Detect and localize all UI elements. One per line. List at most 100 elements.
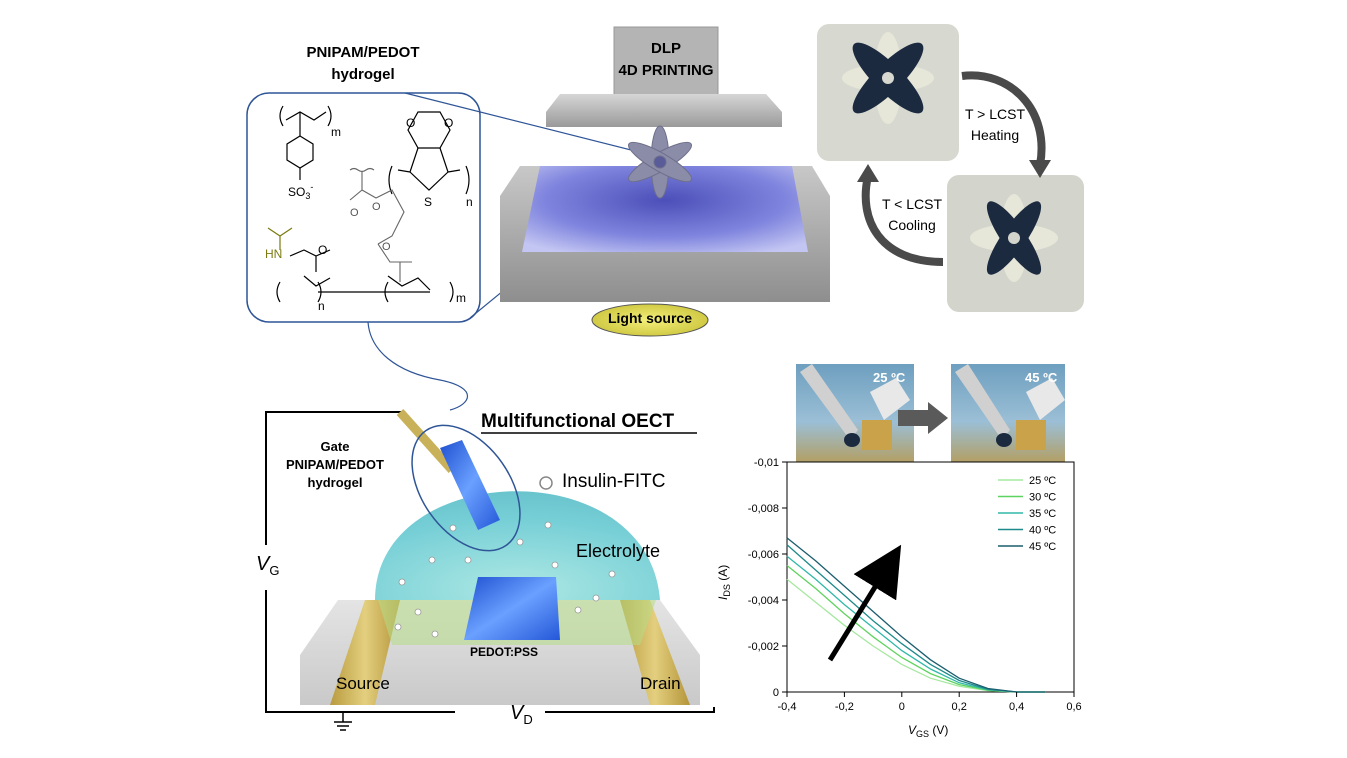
hydrogel-chemistry-panel: m SO3- n O O S HN O O O O n m	[246, 92, 656, 411]
gate-label-line2: PNIPAM/PEDOT	[286, 457, 384, 472]
chem-m-bottom: m	[456, 291, 466, 305]
printer-label-line1: DLP	[651, 40, 681, 57]
chart-trend-arrow	[827, 544, 902, 662]
chart-xlabel: VGS (V)	[908, 723, 948, 739]
source-wire	[265, 590, 455, 713]
oect-title: Multifunctional OECT	[481, 411, 675, 432]
chart-ytick-label: -0,004	[748, 595, 779, 607]
gate-label: Gate PNIPAM/PEDOT hydrogel	[280, 438, 390, 492]
chart-ytick-label: -0,01	[754, 457, 779, 469]
vd-label: VD	[510, 702, 533, 727]
pegda-structure	[349, 167, 412, 282]
pedot-channel	[464, 577, 560, 640]
chem-m-label: m	[331, 125, 341, 139]
light-source-disk	[591, 303, 709, 337]
gate-label-line3: hydrogel	[307, 475, 363, 490]
probe-photo-45	[955, 364, 1065, 450]
chart-ytick-label: 0	[773, 687, 779, 699]
hydrogel-title-line2: hydrogel	[331, 66, 395, 83]
chart-ylabel: IDS (A)	[716, 565, 732, 600]
gate-wire-gold	[396, 408, 456, 474]
flower-cooled	[970, 194, 1058, 282]
temperature-arrow	[898, 402, 948, 434]
electrolyte-dome	[375, 491, 660, 600]
gate-highlight-ellipse	[411, 424, 521, 552]
chart-series-line-5	[786, 537, 1046, 693]
printer-head	[613, 26, 719, 100]
oect-schematic	[265, 408, 715, 731]
source-label: Source	[336, 674, 390, 693]
chem-so3-label: SO3-	[288, 182, 313, 201]
callout-connector	[367, 321, 469, 411]
gate-label-line1: Gate	[320, 439, 350, 454]
photo-temp-45: 45 ºC	[1025, 370, 1058, 385]
cooling-label-line1: T < LCST	[881, 196, 943, 212]
chem-o-amide: O	[318, 243, 327, 257]
chart-legend-label: 25 ºC	[1029, 475, 1056, 487]
chart-legend: 25 ºC 30 ºC 35 ºC 40 ºC 45 ºC	[998, 475, 1056, 553]
cooling-arrow	[861, 175, 944, 266]
printed-flower	[628, 125, 692, 199]
chart-xtick-label: -0,2	[835, 701, 854, 713]
chart-legend-label: 45 ºC	[1029, 541, 1056, 553]
heating-label-line1: T > LCST	[964, 106, 1026, 122]
chem-n-pedot-label: n	[466, 195, 473, 209]
hydrogel-title: PNIPAM/PEDOT hydrogel	[283, 42, 443, 86]
drain-wire	[545, 707, 715, 713]
chart-ticks-group: -0,4 -0,2 0 0,2 0,4 0,6 -0,01 -0,008 -0,006 -0,00…	[748, 457, 1082, 713]
chem-o-peg2: O	[382, 241, 391, 253]
chart-xtick-label: 0,4	[1009, 701, 1024, 713]
chem-o-b: O	[444, 116, 453, 130]
chart-xtick-label: 0,6	[1066, 701, 1081, 713]
heating-label: T > LCST Heating	[955, 104, 1035, 146]
zoom-line-top	[404, 92, 656, 157]
printer-label: DLP 4D PRINTING	[614, 38, 718, 82]
oect-photos	[796, 364, 1065, 469]
electrolyte-label: Electrolyte	[576, 541, 661, 561]
heating-label-line2: Heating	[970, 127, 1020, 143]
resin-surface	[522, 166, 808, 252]
chart-legend-label: 40 ºC	[1029, 525, 1056, 537]
channel-label: PEDOT:PSS	[470, 645, 539, 659]
pss-structure	[279, 105, 332, 180]
shape-change-cycle	[817, 24, 1084, 312]
insulin-legend-marker	[539, 476, 553, 490]
photo-temp-25: 25 ºC	[873, 370, 906, 385]
chart-legend-label: 30 ºC	[1029, 492, 1056, 504]
chart-legend-label: 35 ºC	[1029, 508, 1056, 520]
chart-ytick-label: -0,006	[748, 549, 779, 561]
chart-ytick-label: -0,008	[748, 503, 779, 515]
drain-label: Drain	[640, 674, 681, 693]
gate-wire	[265, 411, 405, 545]
hydrogel-title-line1: PNIPAM/PEDOT	[306, 44, 420, 61]
chem-n-bottom: n	[318, 299, 325, 313]
pnipam-structure	[267, 227, 454, 303]
chart-ytick-label: -0,002	[748, 641, 779, 653]
source-electrode	[330, 600, 400, 705]
heating-arrow	[961, 71, 1046, 166]
cooling-label: T < LCST Cooling	[872, 194, 952, 236]
chart-xtick-label: 0	[899, 701, 905, 713]
chem-o-peg1: O	[372, 201, 381, 213]
chart-xtick-label: -0,4	[778, 701, 797, 713]
insulin-label: Insulin-FITC	[562, 471, 666, 492]
chem-o-ester: O	[350, 207, 359, 219]
flower-heated	[842, 32, 934, 124]
pedot-structure	[388, 111, 470, 195]
probe-photo-25	[800, 364, 910, 450]
ground-icon	[334, 712, 352, 731]
chart-series-group	[786, 537, 1046, 693]
transfer-curve-chart: -0,4 -0,2 0 0,2 0,4 0,6 -0,01 -0,008 -0,006 -0,00…	[716, 457, 1082, 739]
printer-label-line2: 4D PRINTING	[618, 62, 714, 79]
vg-label: VG	[256, 553, 280, 578]
chem-s: S	[424, 195, 432, 209]
cooling-label-line2: Cooling	[888, 217, 936, 233]
chem-o-a: O	[406, 116, 415, 130]
dlp-printer	[500, 26, 830, 337]
light-source-label: Light source	[607, 310, 692, 326]
chart-xtick-label: 0,2	[952, 701, 967, 713]
gate-hydrogel	[440, 440, 500, 530]
build-plate	[546, 94, 782, 127]
chem-hn: HN	[265, 247, 282, 261]
